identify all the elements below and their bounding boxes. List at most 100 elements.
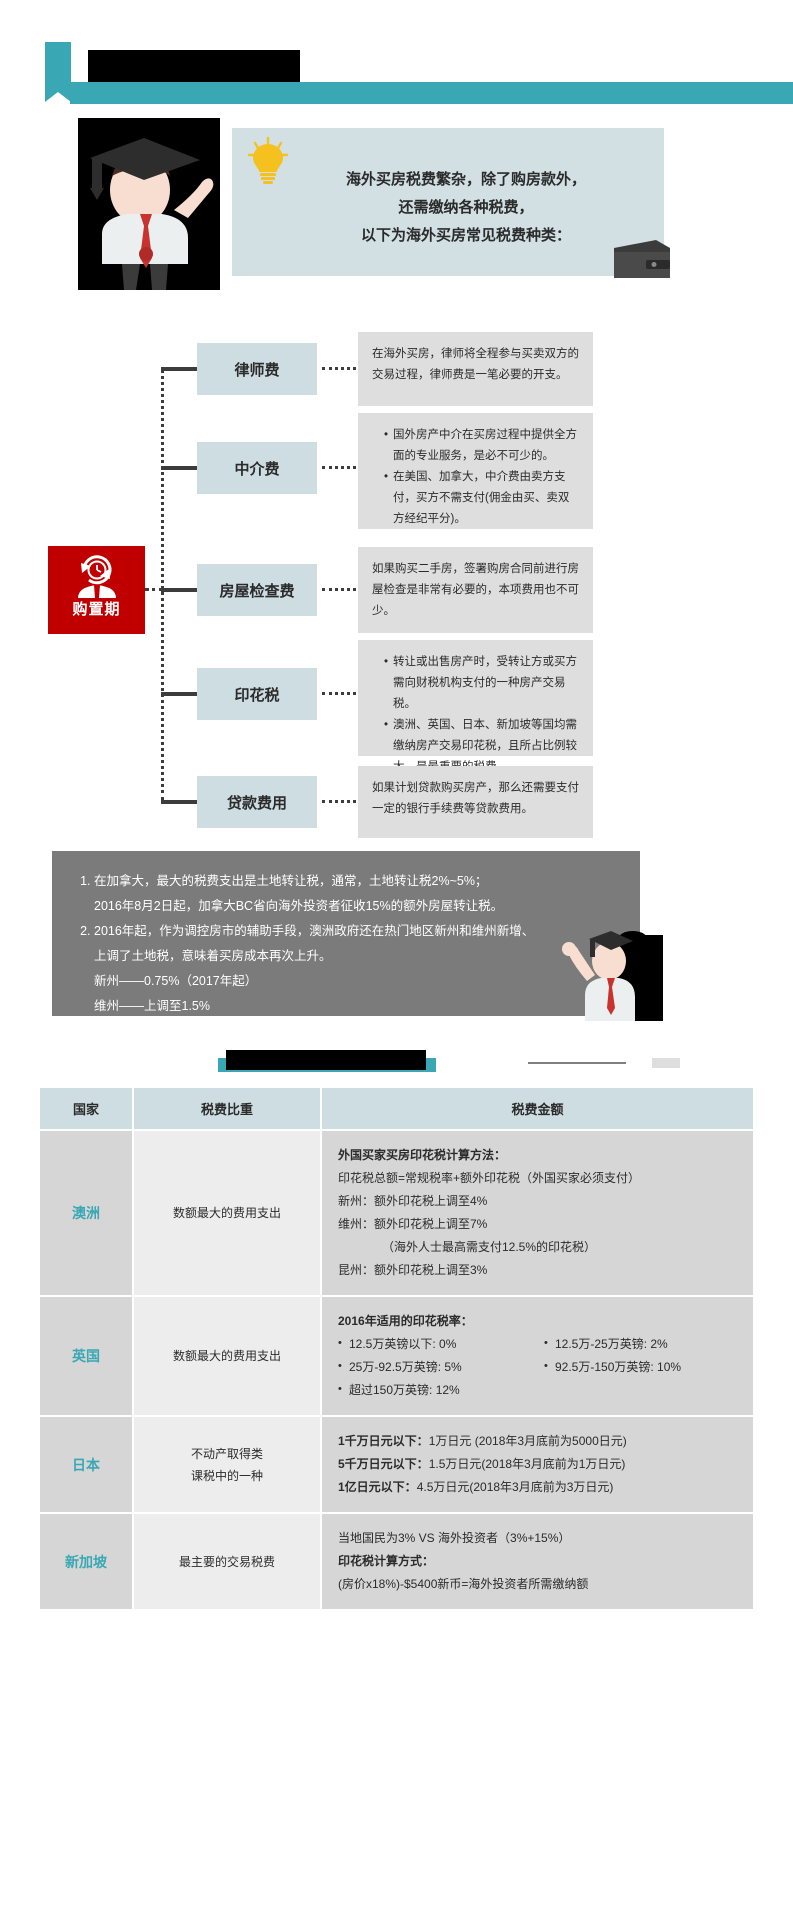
amount-value: 4.5万日元(2018年3月底前为3万日元) [416,1480,614,1494]
amount-line: 1千万日元以下：1万日元 (2018年3月底前为5000日元) [338,1430,737,1453]
flow-node-lawyer-fee[interactable]: 律师费 [197,343,317,395]
uk-rate-item: 超过150万英镑: 12% [338,1378,534,1402]
wallet-icon [610,238,674,280]
uk-rate-item: 12.5万英镑以下: 0% [338,1332,534,1356]
amount-value: 1万日元 (2018年3月底前为5000日元) [428,1434,627,1448]
tax-table-section: 国家 税费比重 税费金额 澳洲 数额最大的费用支出 外国买家买房印花税计算方法：… [38,1086,755,1611]
stage-badge-purchase: 购置期 [48,546,145,634]
flow-connector [322,692,356,695]
cell-weight-japan: 不动产取得类 课税中的一种 [134,1417,320,1512]
person-clock-icon [48,554,145,600]
flow-desc-inspection-fee: 如果购买二手房，签署购房合同前进行房屋检查是非常有必要的，本项费用也不可少。 [358,547,593,633]
amount-line: 当地国民为3% VS 海外投资者（3%+15%） [338,1531,571,1545]
flow-connector [322,800,356,803]
amount-line: 印花税计算方式： [338,1554,435,1568]
cell-amount-singapore: 当地国民为3% VS 海外投资者（3%+15%） 印花税计算方式： (房价x18… [322,1514,753,1609]
amount-line: 1亿日元以下：4.5万日元(2018年3月底前为3万日元) [338,1476,737,1499]
intro-line-2: 还需缴纳各种税费， [398,199,534,216]
cell-weight-australia: 数额最大的费用支出 [134,1131,320,1295]
uk-rate-item: 25万-92.5万英镑: 5% [338,1355,534,1379]
amount-line: 新州：额外印花税上调至4% [338,1194,488,1208]
cell-amount-australia: 外国买家买房印花税计算方法： 印花税总额=常规税率+额外印花税（外国买家必须支付… [322,1131,753,1295]
flow-node-agent-fee[interactable]: 中介费 [197,442,317,494]
table-row: 日本 不动产取得类 课税中的一种 1千万日元以下：1万日元 (2018年3月底前… [40,1417,753,1512]
cell-country-singapore: 新加坡 [40,1514,132,1609]
cell-country-uk: 英国 [40,1297,132,1415]
amount-line: 昆州：额外印花税上调至3% [338,1263,488,1277]
weight-line: 不动产取得类 [190,1446,263,1461]
amount-title: 2016年适用的印花税率： [338,1314,473,1328]
flow-desc-text: 如果购买二手房，签署购房合同前进行房屋检查是非常有必要的，本项费用也不可少。 [372,563,579,617]
flow-node-stamp-duty[interactable]: 印花税 [197,668,317,720]
flow-desc-agent-fee: 国外房产中介在买房过程中提供全方面的专业服务，是必不可少的。 在美国、加拿大，中… [358,413,593,529]
flow-trunk-line [161,369,164,801]
weight-line: 课税中的一种 [190,1468,263,1483]
intro-text: 海外买房税费繁杂，除了购房款外， 还需缴纳各种税费， 以下为海外买房常见税费种类… [286,166,646,250]
flow-desc-bullet: 转让或出售房产时，受转让方或买方需向财税机构支付的一种房产交易税。 [384,652,579,715]
note-line: 2016年起，作为调控房市的辅助手段，澳洲政府还在热门地区新州和维州新增、 [94,924,535,938]
divider-dash-block [652,1058,680,1068]
amount-value: 1.5万日元(2018年3月底前为1万日元) [428,1457,626,1471]
cell-weight-singapore: 最主要的交易税费 [134,1514,320,1609]
flow-node-label: 房屋检查费 [219,582,295,600]
flow-node-loan-fee[interactable]: 贷款费用 [197,776,317,828]
flow-stub [161,466,197,470]
cell-weight-uk: 数额最大的费用支出 [134,1297,320,1415]
page-header [0,0,793,110]
divider-title-redacted [226,1050,426,1070]
notes-section: 在加拿大，最大的税费支出是土地转让税，通常，土地转让税2%~5%； 2016年8… [0,851,793,1046]
section-divider [0,1046,793,1086]
note-line: 2016年8月2日起，加拿大BC省向海外投资者征收15%的额外房屋转让税。 [94,899,504,913]
note-line: 在加拿大，最大的税费支出是土地转让税，通常，土地转让税2%~5%； [94,874,488,888]
cell-country-japan: 日本 [40,1417,132,1512]
column-header-country: 国家 [40,1088,132,1129]
flow-node-inspection-fee[interactable]: 房屋检查费 [197,564,317,616]
amount-line: 维州：额外印花税上调至7% [338,1217,488,1231]
flow-stub [161,367,197,371]
badge-connector [145,588,163,591]
amount-line: 印花税总额=常规税率+额外印花税（外国买家必须支付） [338,1171,641,1185]
header-accent-bar [70,82,793,104]
uk-rate-item: 12.5万-25万英镑: 2% [544,1332,737,1356]
column-header-weight: 税费比重 [134,1088,320,1129]
amount-line: （海外人士最高需支付12.5%的印花税） [382,1240,597,1254]
flow-stub [161,692,197,696]
stage-badge-label: 购置期 [72,601,121,618]
intro-section: 海外买房税费繁杂，除了购房款外， 还需缴纳各种税费， 以下为海外买房常见税费种类… [0,118,793,313]
cell-amount-japan: 1千万日元以下：1万日元 (2018年3月底前为5000日元) 5千万日元以下：… [322,1417,753,1512]
table-row: 英国 数额最大的费用支出 2016年适用的印花税率： 12.5万英镑以下: 0%… [40,1297,753,1415]
note-item: 2016年起，作为调控房市的辅助手段，澳洲政府还在热门地区新州和维州新增、 上调… [94,919,618,1019]
flow-node-label: 中介费 [234,460,280,478]
amount-label: 1亿日元以下： [338,1480,417,1494]
intro-panel [232,128,664,276]
column-header-amount: 税费金额 [322,1088,753,1129]
flow-node-label: 贷款费用 [226,794,287,812]
intro-line-1: 海外买房税费繁杂，除了购房款外， [345,171,586,188]
amount-line: (房价x18%)-$5400新币=海外投资者所需缴纳额 [338,1577,589,1591]
flow-desc-text: 在海外买房，律师将全程参与买卖双方的交易过程，律师费是一笔必要的开支。 [372,348,579,381]
lightbulb-icon [246,136,290,186]
amount-line: 外国买家买房印花税计算方法： [338,1148,507,1162]
flow-node-label: 印花税 [234,686,280,704]
flow-stub [161,800,197,804]
note-line: 上调了土地税，意味着买房成本再次上升。 [94,949,332,963]
amount-label: 5千万日元以下： [338,1457,429,1471]
table-row: 澳洲 数额最大的费用支出 外国买家买房印花税计算方法： 印花税总额=常规税率+额… [40,1131,753,1295]
flow-node-label: 律师费 [234,361,280,379]
tax-table: 国家 税费比重 税费金额 澳洲 数额最大的费用支出 外国买家买房印花税计算方法：… [38,1086,755,1611]
divider-dash-line [528,1062,626,1064]
uk-rate-item: 92.5万-150万英镑: 10% [544,1355,737,1379]
amount-line: 5千万日元以下：1.5万日元(2018年3月底前为1万日元) [338,1453,737,1476]
page-title-redacted [88,50,300,88]
table-row: 新加坡 最主要的交易税费 当地国民为3% VS 海外投资者（3%+15%） 印花… [40,1514,753,1609]
flow-connector [322,588,356,591]
graduate-man-icon [545,909,663,1021]
flow-desc-text: 如果计划贷款购买房产，那么还需要支付一定的银行手续费等贷款费用。 [372,782,579,815]
flow-desc-lawyer-fee: 在海外买房，律师将全程参与买卖双方的交易过程，律师费是一笔必要的开支。 [358,332,593,406]
table-header-row: 国家 税费比重 税费金额 [40,1088,753,1129]
notes-box: 在加拿大，最大的税费支出是土地转让税，通常，土地转让税2%~5%； 2016年8… [52,851,640,1016]
professor-illustration [78,118,220,290]
header-accent-tab [45,42,71,102]
flow-chart: 购置期 律师费 在海外买房，律师将全程参与买卖双方的交易过程，律师费是一笔必要的… [0,321,793,841]
flow-desc-loan-fee: 如果计划贷款购买房产，那么还需要支付一定的银行手续费等贷款费用。 [358,766,593,838]
